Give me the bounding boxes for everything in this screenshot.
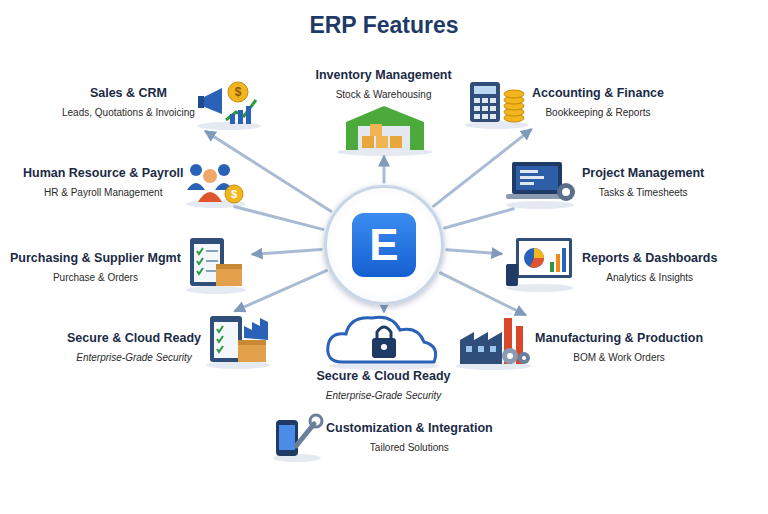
feature-node: Secure & Cloud ReadyEnterprise-Grade Sec… xyxy=(315,314,454,404)
feature-text: Manufacturing & ProductionBOM & Work Ord… xyxy=(535,331,703,364)
connector-arrow xyxy=(447,250,501,254)
feature-node: Secure & Cloud ReadyEnterprise-Grade Sec… xyxy=(65,312,274,368)
feature-subtitle: Analytics & Insights xyxy=(582,272,717,284)
feature-subtitle: Tailored Solutions xyxy=(326,442,493,454)
feature-node: Accounting & FinanceBookkeeping & Report… xyxy=(464,78,666,128)
feature-node: Manufacturing & ProductionBOM & Work Ord… xyxy=(454,316,706,368)
svg-text:$: $ xyxy=(231,188,237,200)
feature-subtitle: Tasks & Timesheets xyxy=(582,187,704,199)
feature-text: Inventory ManagementStock & Warehousing xyxy=(316,68,452,101)
hub-circle: E xyxy=(324,185,444,305)
feature-heading: Secure & Cloud Ready xyxy=(67,331,201,346)
connector-arrow xyxy=(445,209,514,228)
feature-subtitle: Purchase & Orders xyxy=(10,272,181,284)
connector-arrow xyxy=(434,130,531,206)
feature-node: Project ManagementTasks & Timesheets xyxy=(504,158,707,208)
feature-subtitle: Leads, Quotations & Invoicing xyxy=(62,107,195,119)
diagram-title: ERP Features xyxy=(0,12,768,39)
feature-node: Human Resource & Payroll HR & Payroll Man… xyxy=(21,156,248,206)
feature-text: Secure & Cloud ReadyEnterprise-Grade Sec… xyxy=(317,369,451,402)
connector-arrow xyxy=(253,249,321,254)
feature-text: Secure & Cloud ReadyEnterprise-Grade Sec… xyxy=(67,331,201,364)
feature-heading: Accounting & Finance xyxy=(532,86,664,101)
feature-subtitle: HR & Payroll Management xyxy=(23,187,183,199)
feature-subtitle: BOM & Work Orders xyxy=(535,352,703,364)
logo-letter: E xyxy=(352,213,416,277)
feature-heading: Purchasing & Supplier Mgmt xyxy=(10,251,181,266)
feature-text: Human Resource & Payroll HR & Payroll Man… xyxy=(23,166,183,199)
feature-subtitle: Enterprise-Grade Security xyxy=(317,390,451,402)
feature-heading: Manufacturing & Production xyxy=(535,331,703,346)
feature-node: Sales & CRM Leads, Quotations & Invoicing xyxy=(60,76,262,130)
feature-node: Reports & DashboardsAnalytics & Insights xyxy=(504,234,720,290)
feature-text: Reports & DashboardsAnalytics & Insights xyxy=(582,251,717,284)
feature-text: Sales & CRM Leads, Quotations & Invoicing xyxy=(62,86,195,119)
connector-arrow xyxy=(383,308,386,311)
feature-text: Customization & IntegrationTailored Solu… xyxy=(326,421,493,454)
feature-subtitle: Enterprise-Grade Security xyxy=(67,352,201,364)
connector-arrow xyxy=(383,157,386,182)
feature-text: Project ManagementTasks & Timesheets xyxy=(582,166,704,199)
connector-arrow xyxy=(206,132,331,212)
feature-heading: Reports & Dashboards xyxy=(582,251,717,266)
feature-subtitle: Bookkeeping & Reports xyxy=(532,107,664,119)
feature-heading: Human Resource & Payroll xyxy=(23,166,183,181)
svg-text:$: $ xyxy=(235,85,242,99)
feature-subtitle: Stock & Warehousing xyxy=(316,89,452,101)
feature-heading: Customization & Integration xyxy=(326,421,493,436)
feature-text: Accounting & FinanceBookkeeping & Report… xyxy=(532,86,664,119)
feature-node: Purchasing & Supplier MgmtPurchase & Ord… xyxy=(8,234,250,292)
connector-arrow xyxy=(235,271,326,311)
connector-arrow xyxy=(440,273,524,315)
feature-heading: Project Management xyxy=(582,166,704,181)
feature-text: Purchasing & Supplier MgmtPurchase & Ord… xyxy=(10,251,181,284)
feature-node: Inventory ManagementStock & Warehousing xyxy=(314,66,455,154)
feature-heading: Secure & Cloud Ready xyxy=(317,369,451,384)
feature-heading: Inventory Management xyxy=(316,68,452,83)
connector-arrow xyxy=(235,207,323,230)
feature-node: Customization & IntegrationTailored Solu… xyxy=(270,414,495,462)
feature-heading: Sales & CRM xyxy=(62,86,195,101)
